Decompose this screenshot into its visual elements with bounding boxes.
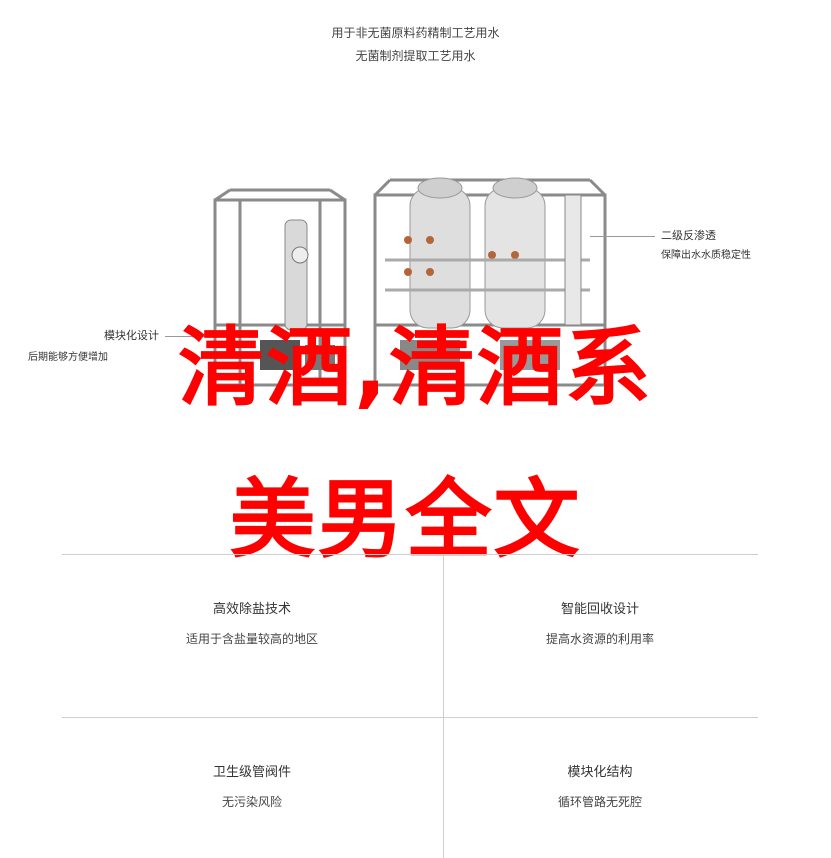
annotation-right-title: 二级反渗透 [661, 229, 716, 242]
grid-divider-top [62, 554, 758, 555]
annotation-left-title: 模块化设计 [104, 329, 159, 342]
feature-title: 模块化结构 [567, 765, 633, 780]
grid-divider-middle [62, 717, 758, 718]
annotation-leader-line-right [590, 236, 655, 237]
feature-cell: 智能回收设计 提高水资源的利用率 [410, 598, 790, 647]
feature-cell: 模块化结构 循环管路无死腔 [410, 761, 790, 810]
overlay-title-line-2: 美男全文 [229, 470, 582, 570]
overlay-title-line-1: 清酒,清酒系 [178, 318, 653, 418]
feature-cell: 高效除盐技术 适用于含盐量较高的地区 [62, 598, 442, 647]
annotation-left-desc: 后期能够方便增加 [28, 352, 108, 363]
feature-title: 卫生级管阀件 [212, 765, 291, 780]
feature-title: 高效除盐技术 [212, 602, 291, 617]
feature-desc: 循环管路无死腔 [557, 795, 642, 809]
annotation-right-desc: 保障出水水质稳定性 [661, 250, 751, 261]
feature-desc: 适用于含盐量较高的地区 [185, 632, 318, 646]
feature-desc: 无污染风险 [221, 795, 282, 809]
feature-desc: 提高水资源的利用率 [545, 632, 654, 646]
feature-cell: 卫生级管阀件 无污染风险 [62, 761, 442, 810]
header-line-1: 用于非无菌原料药精制工艺用水 [331, 26, 500, 40]
annotation-leader-line-left [165, 336, 220, 337]
header-line-2: 无菌制剂提取工艺用水 [355, 49, 476, 63]
feature-title: 智能回收设计 [560, 602, 639, 617]
water-treatment-equipment-image [213, 177, 607, 387]
grid-divider-vertical [443, 554, 444, 858]
